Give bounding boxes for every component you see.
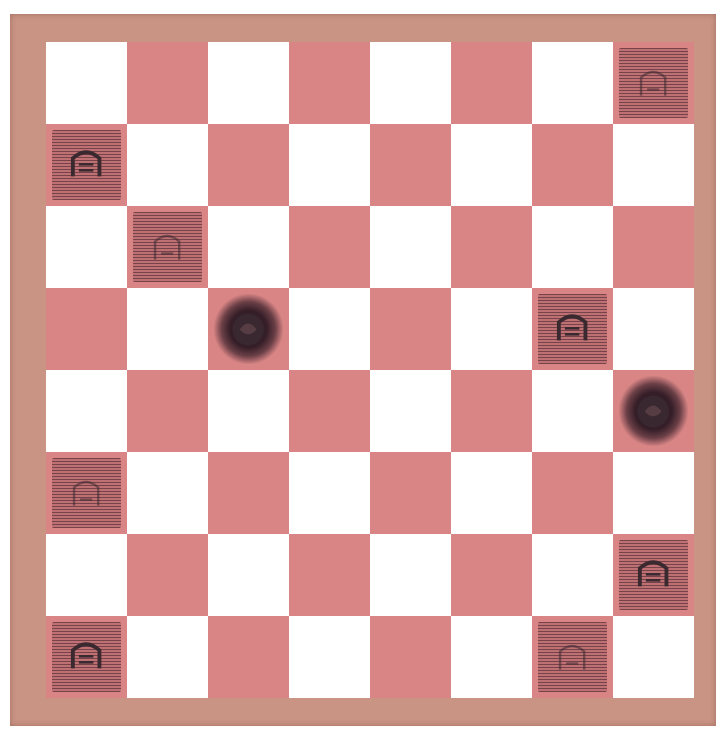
board-square-r6-c5[interactable] [451,534,532,616]
board-square-r5-c5[interactable] [451,452,532,534]
board-square-r2-c2[interactable] [208,206,289,288]
game-piece-r6-c7[interactable] [619,540,688,610]
board-square-r7-c2[interactable] [208,616,289,698]
board-square-r2-c5[interactable] [451,206,532,288]
man-piece-icon [548,305,596,354]
board-square-r3-c4[interactable] [370,288,451,370]
board-square-r3-c7[interactable] [613,288,694,370]
board-square-r0-c2[interactable] [208,42,289,124]
board-square-r7-c6[interactable] [532,616,613,698]
board-square-r2-c7[interactable] [613,206,694,288]
board-square-r6-c1[interactable] [127,534,208,616]
board-square-r0-c4[interactable] [370,42,451,124]
board-square-r0-c1[interactable] [127,42,208,124]
board-square-r1-c5[interactable] [451,124,532,206]
checkerboard [46,42,694,698]
board-square-r3-c2[interactable] [208,288,289,370]
board-square-r4-c5[interactable] [451,370,532,452]
man-piece-icon [62,633,110,682]
board-square-r5-c7[interactable] [613,452,694,534]
board-square-r3-c6[interactable] [532,288,613,370]
board-square-r2-c6[interactable] [532,206,613,288]
board-square-r2-c3[interactable] [289,206,370,288]
game-piece-r7-c6[interactable] [538,622,607,692]
board-square-r1-c6[interactable] [532,124,613,206]
board-square-r4-c3[interactable] [289,370,370,452]
board-square-r4-c7[interactable] [613,370,694,452]
board-square-r3-c1[interactable] [127,288,208,370]
game-piece-r2-c1[interactable] [133,212,202,282]
board-square-r1-c4[interactable] [370,124,451,206]
board-square-r4-c4[interactable] [370,370,451,452]
game-piece-r5-c0[interactable] [52,458,121,528]
board-square-r1-c7[interactable] [613,124,694,206]
board-square-r6-c6[interactable] [532,534,613,616]
board-square-r0-c5[interactable] [451,42,532,124]
board-square-r5-c6[interactable] [532,452,613,534]
man-piece-icon [62,469,110,518]
man-piece-icon [548,633,596,682]
board-square-r1-c2[interactable] [208,124,289,206]
board-square-r6-c4[interactable] [370,534,451,616]
board-square-r1-c0[interactable] [46,124,127,206]
man-piece-icon [143,223,191,272]
game-piece-r7-c0[interactable] [52,622,121,692]
board-square-r1-c3[interactable] [289,124,370,206]
board-square-r3-c5[interactable] [451,288,532,370]
board-square-r0-c0[interactable] [46,42,127,124]
man-piece-icon [629,387,677,436]
board-square-r7-c1[interactable] [127,616,208,698]
game-piece-r3-c6[interactable] [538,294,607,364]
board-square-r6-c7[interactable] [613,534,694,616]
board-square-r5-c1[interactable] [127,452,208,534]
board-square-r2-c0[interactable] [46,206,127,288]
board-square-r0-c3[interactable] [289,42,370,124]
board-square-r2-c1[interactable] [127,206,208,288]
board-square-r4-c6[interactable] [532,370,613,452]
board-square-r5-c4[interactable] [370,452,451,534]
board-square-r5-c2[interactable] [208,452,289,534]
game-piece-r1-c0[interactable] [52,130,121,200]
game-piece-r0-c7[interactable] [619,48,688,118]
board-square-r4-c2[interactable] [208,370,289,452]
board-square-r3-c0[interactable] [46,288,127,370]
man-piece-icon [629,59,677,108]
board-square-r5-c0[interactable] [46,452,127,534]
board-square-r7-c7[interactable] [613,616,694,698]
board-square-r6-c2[interactable] [208,534,289,616]
board-square-r0-c6[interactable] [532,42,613,124]
board-square-r4-c1[interactable] [127,370,208,452]
game-piece-r3-c2[interactable] [214,294,283,364]
board-square-r6-c3[interactable] [289,534,370,616]
man-piece-icon [629,551,677,600]
game-piece-r4-c7[interactable] [619,376,688,446]
board-square-r5-c3[interactable] [289,452,370,534]
board-square-r3-c3[interactable] [289,288,370,370]
man-piece-icon [224,305,272,354]
board-square-r4-c0[interactable] [46,370,127,452]
board-square-r2-c4[interactable] [370,206,451,288]
board-square-r7-c5[interactable] [451,616,532,698]
board-square-r0-c7[interactable] [613,42,694,124]
board-square-r7-c0[interactable] [46,616,127,698]
board-square-r7-c4[interactable] [370,616,451,698]
board-square-r7-c3[interactable] [289,616,370,698]
board-frame [10,14,716,726]
board-square-r6-c0[interactable] [46,534,127,616]
board-square-r1-c1[interactable] [127,124,208,206]
man-piece-icon [62,141,110,190]
